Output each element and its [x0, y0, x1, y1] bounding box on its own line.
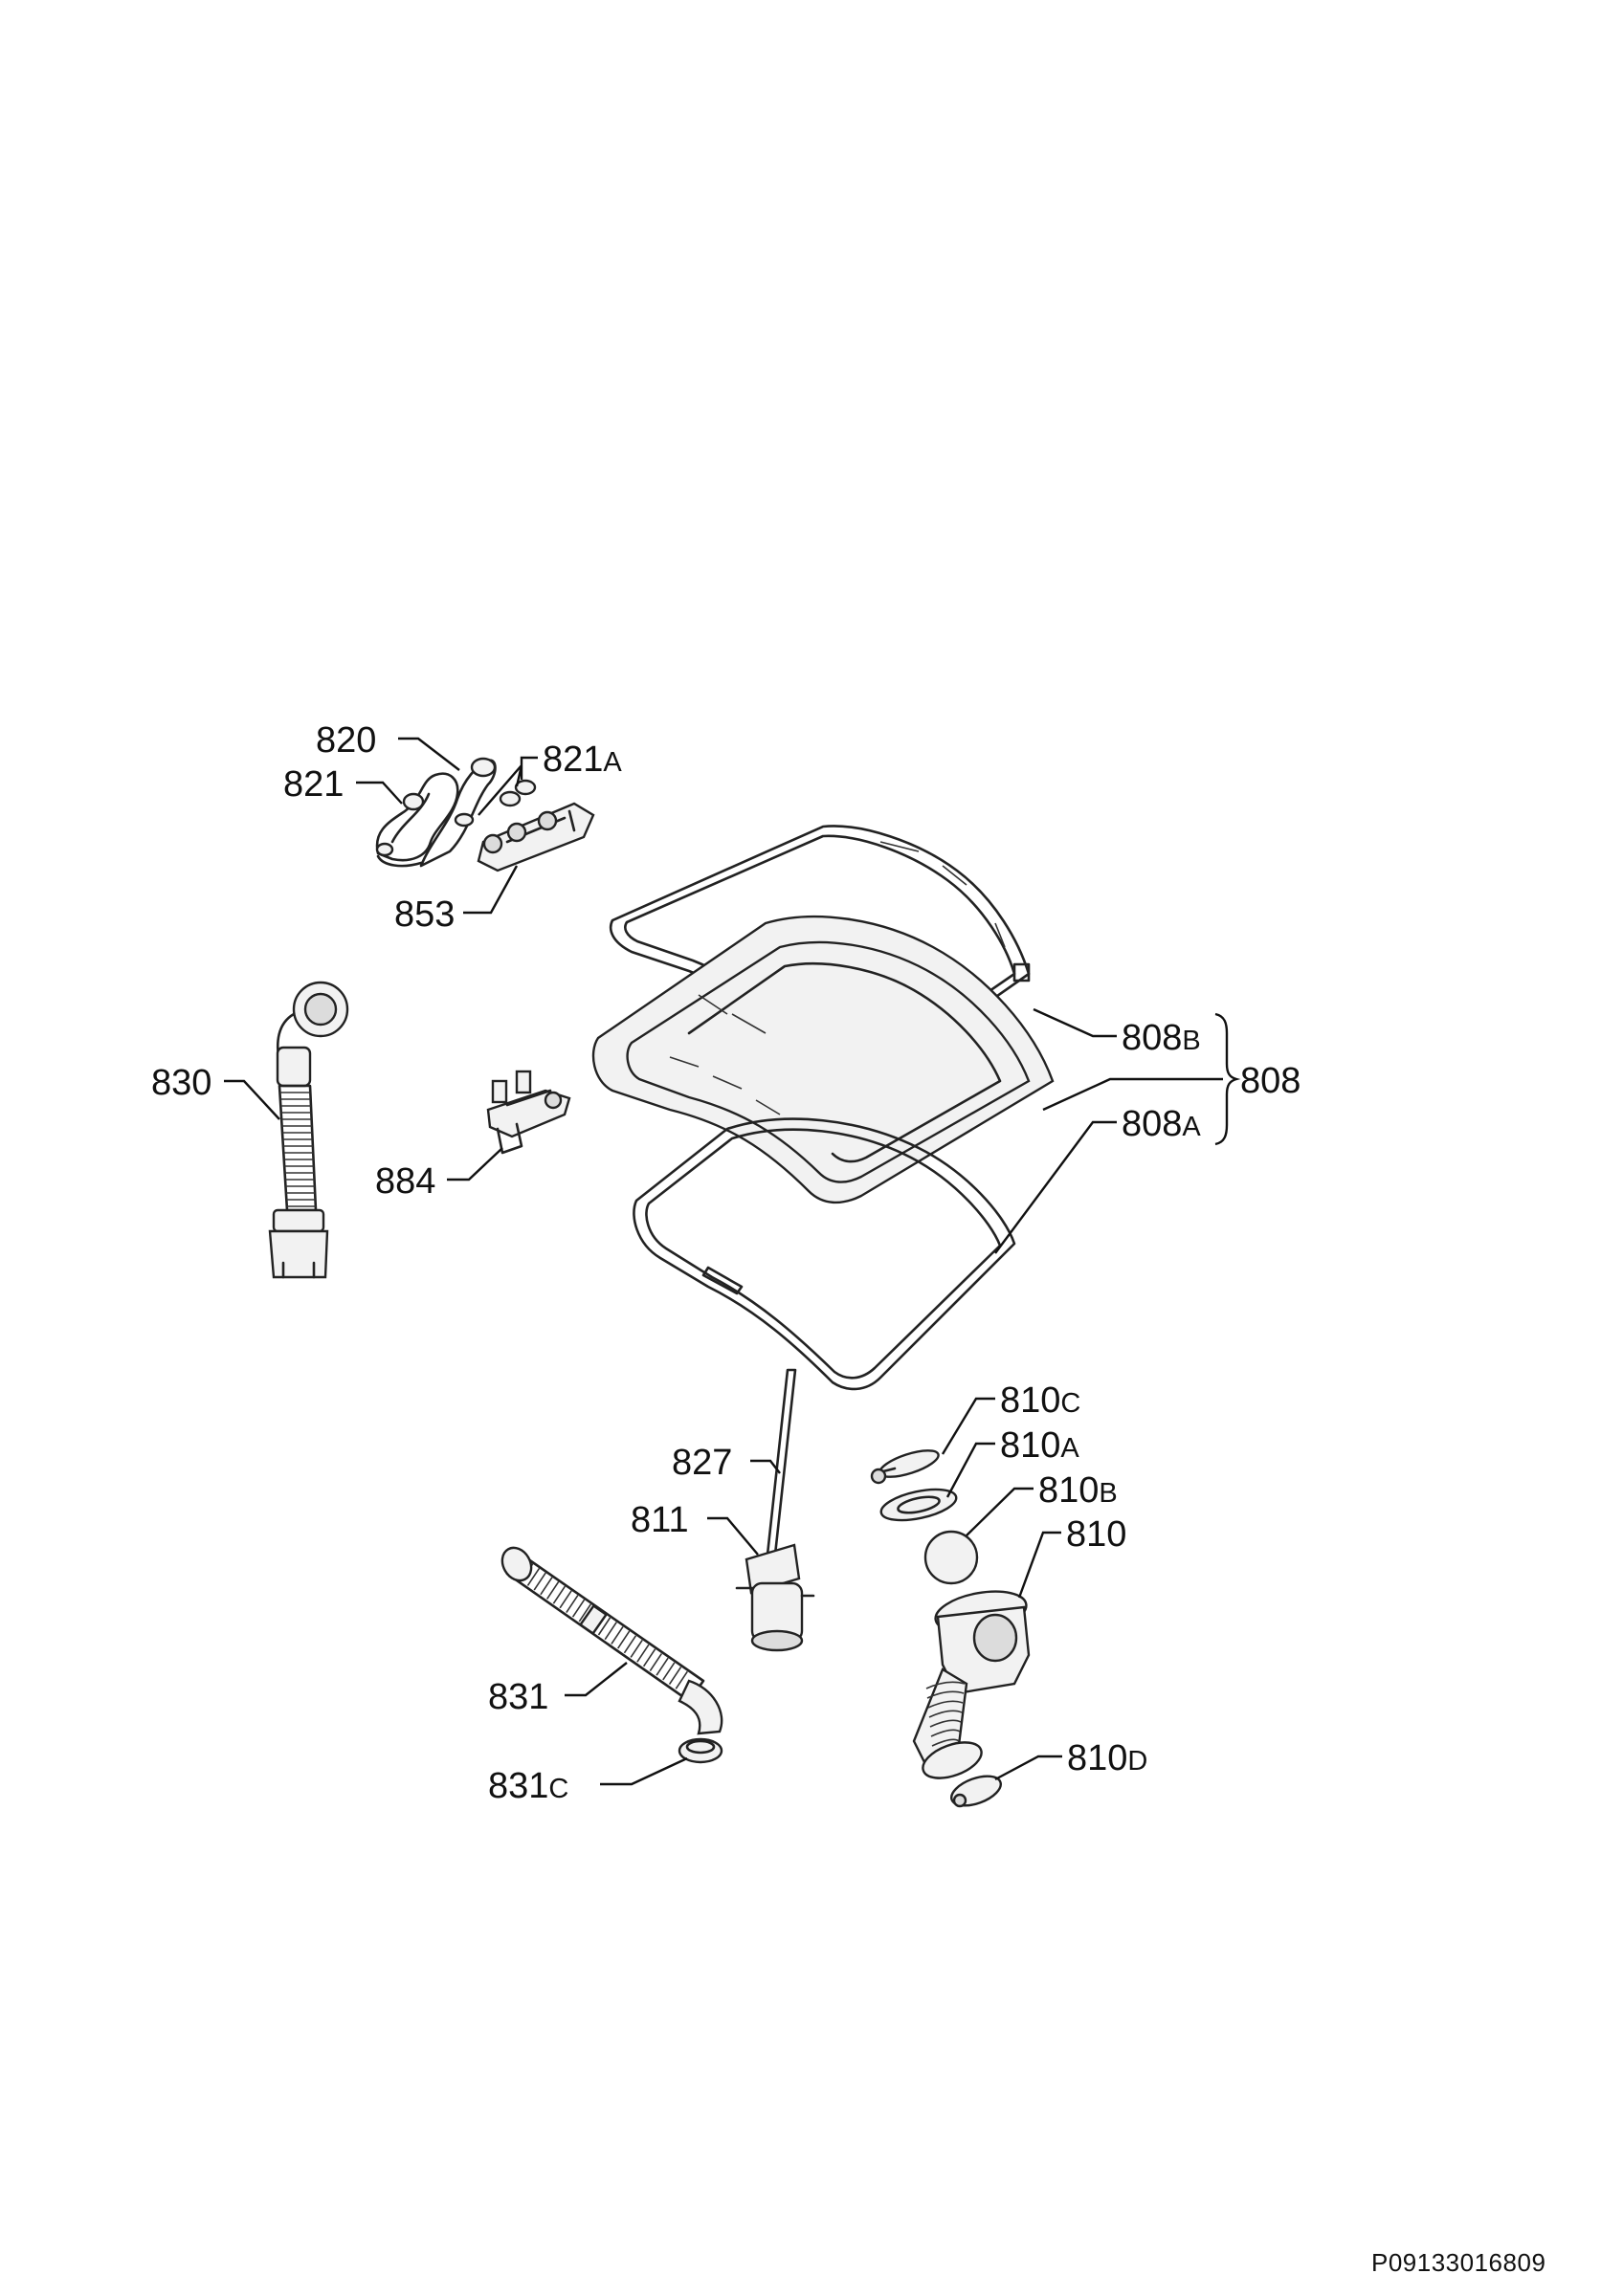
part-831c-clamp — [678, 1737, 723, 1764]
corrugation-rib — [578, 1603, 591, 1623]
part-810b-ball — [923, 1530, 979, 1585]
leader-810a — [945, 1442, 995, 1498]
leader-830 — [224, 1079, 280, 1120]
corrugation-rib — [617, 1630, 631, 1649]
label-810d: 810D — [1067, 1738, 1147, 1778]
label-821a: 821A — [543, 740, 622, 780]
brace-808 — [1214, 1012, 1241, 1146]
corrugation-rib — [656, 1657, 669, 1676]
part-810d-clip — [950, 1775, 1002, 1808]
part-831-hose — [500, 1546, 723, 1735]
leader-831 — [565, 1662, 628, 1697]
part-808a-gasket — [633, 1117, 1016, 1391]
label-853: 853 — [394, 894, 455, 935]
leader-811 — [707, 1516, 759, 1556]
label-831: 831 — [488, 1677, 548, 1717]
label-810b: 810B — [1038, 1470, 1118, 1511]
leader-831c — [600, 1756, 688, 1786]
callout-labels: 820 821 821A 853 830 884 808B 808 808A 8… — [151, 720, 1301, 1806]
hose-corrugation — [279, 1092, 316, 1207]
label-811: 811 — [631, 1500, 689, 1540]
label-808: 808 — [1240, 1061, 1301, 1101]
label-820: 820 — [316, 720, 376, 761]
corrugation-rib — [566, 1595, 579, 1613]
corrugation-rib — [930, 1729, 961, 1737]
corrugation-rib — [571, 1599, 586, 1618]
corrugation-rib — [928, 1710, 963, 1718]
leader-808a — [994, 1120, 1117, 1254]
label-810a: 810A — [1000, 1425, 1079, 1466]
corrugation-rib — [925, 1681, 966, 1689]
label-830: 830 — [151, 1063, 211, 1103]
part-820-821-hoses — [375, 757, 497, 868]
hose-831-corrugation — [514, 1558, 688, 1689]
corrugation-rib — [649, 1653, 663, 1671]
document-code: P09133016809 — [1371, 2248, 1546, 2277]
label-808a: 808A — [1122, 1104, 1201, 1144]
part-830-drain-hose — [268, 981, 349, 1279]
corrugation-rib — [630, 1640, 643, 1658]
label-821: 821 — [283, 764, 344, 805]
corrugation-rib — [927, 1700, 964, 1709]
corrugation-rib — [623, 1635, 637, 1654]
leader-810d — [994, 1755, 1062, 1781]
leader-820 — [398, 737, 460, 771]
label-810: 810 — [1066, 1514, 1126, 1555]
leader-853 — [463, 865, 519, 915]
leader-884 — [447, 1147, 503, 1181]
leader-827 — [750, 1459, 781, 1474]
leader-821a — [478, 756, 538, 816]
corrugation-rib — [611, 1625, 624, 1645]
corrugation-rib — [559, 1590, 572, 1609]
leader-810b — [966, 1487, 1034, 1536]
leader-lines — [224, 737, 1241, 1786]
label-831c: 831C — [488, 1766, 568, 1806]
label-808b: 808B — [1122, 1018, 1201, 1058]
label-884: 884 — [375, 1161, 435, 1202]
leader-810 — [1017, 1531, 1061, 1599]
corrugation-rib — [929, 1719, 962, 1728]
leader-821 — [356, 781, 403, 805]
leader-810c — [941, 1397, 995, 1455]
corrugation-rib — [662, 1662, 676, 1681]
corrugation-rib — [604, 1622, 617, 1641]
corrugation-rib — [552, 1585, 567, 1604]
corrugation-rib — [636, 1644, 650, 1663]
leader-808 — [1042, 1077, 1223, 1112]
label-827: 827 — [672, 1443, 732, 1483]
part-810c-clip — [870, 1449, 940, 1485]
corrugation-rib — [642, 1648, 656, 1667]
part-810a-seal — [879, 1488, 958, 1522]
part-821a-caps — [454, 779, 537, 828]
label-810c: 810C — [1000, 1380, 1080, 1421]
corrugation-rib — [597, 1617, 611, 1636]
corrugation-rib — [545, 1581, 560, 1600]
part-884-bracket — [486, 1070, 571, 1155]
part-853-valve — [477, 802, 595, 872]
corrugation-rib — [526, 1567, 541, 1586]
corrugation-rib — [533, 1572, 546, 1591]
corrugation-rib — [926, 1690, 965, 1699]
part-808-main-frame — [591, 915, 1055, 1204]
leader-808b — [1033, 1007, 1117, 1038]
corrugation-rib — [540, 1577, 553, 1596]
sump-bellows-ribs — [925, 1681, 966, 1756]
part-810-sump — [912, 1590, 1031, 1804]
part-811-pump — [735, 1543, 815, 1652]
corrugation-rib — [931, 1738, 960, 1747]
corrugation-rib — [675, 1670, 688, 1689]
corrugation-rib — [668, 1667, 682, 1686]
